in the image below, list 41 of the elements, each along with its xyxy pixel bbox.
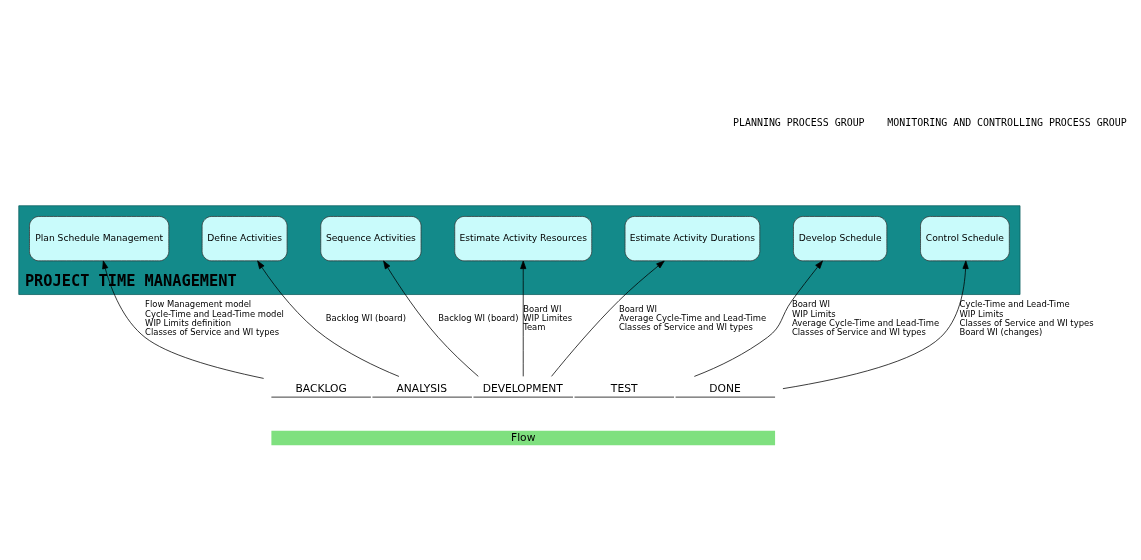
arrow bbox=[383, 260, 479, 377]
edge-label: Board WI bbox=[523, 304, 562, 314]
node-box: Control Schedule bbox=[920, 216, 1010, 262]
edge-label: Board WI bbox=[791, 299, 831, 310]
edge-label: Board WI (changes) bbox=[959, 326, 1043, 337]
edge-label: Flow Management model bbox=[145, 299, 252, 310]
edge-label: WIP Limites bbox=[523, 313, 573, 324]
node-label: BACKLOG bbox=[295, 381, 347, 395]
edge-label: Backlog WI (board) bbox=[438, 313, 519, 324]
edge-label: WIP Limits bbox=[791, 308, 836, 319]
arrow bbox=[520, 260, 527, 377]
node-box: Define Activities bbox=[201, 216, 288, 262]
label: MONITORING AND CONTROLLING PROCESS GROUP bbox=[887, 117, 1127, 129]
node-box: Estimate Activity Resources bbox=[454, 216, 593, 262]
arrow bbox=[257, 260, 400, 377]
node-box: Develop Schedule bbox=[793, 216, 888, 262]
edge-label: WIP Limits bbox=[959, 308, 1004, 319]
node-box: Estimate Activity Durations bbox=[624, 216, 761, 262]
node-box: Plan Schedule Management bbox=[29, 216, 170, 262]
arrow bbox=[693, 260, 823, 377]
edge-label: Team bbox=[523, 322, 546, 333]
node-box: Sequence Activities bbox=[320, 216, 422, 262]
edge-label: Classes of Service and WI types bbox=[145, 326, 280, 337]
label: PLANNING PROCESS GROUP bbox=[732, 117, 865, 129]
node-label: DEVELOPMENT bbox=[482, 381, 563, 395]
edge-label: Classes of Service and WI types bbox=[959, 317, 1094, 328]
node-label: TEST bbox=[610, 381, 638, 395]
edge-label: Classes of Service and WI types bbox=[791, 326, 926, 337]
edge-label: Board WI bbox=[618, 304, 658, 314]
edge-label: Cycle-Time and Lead-Time bbox=[959, 299, 1070, 310]
arrow bbox=[551, 260, 665, 377]
edge-label: Average Cycle-Time and Lead-Time bbox=[791, 317, 940, 328]
node-label: DONE bbox=[709, 381, 741, 395]
arrow bbox=[102, 260, 265, 379]
edge-label: Cycle-Time and Lead-Time model bbox=[145, 308, 284, 319]
edge-label: WIP Limits definition bbox=[145, 317, 232, 328]
edge-label: Average Cycle-Time and Lead-Time bbox=[618, 313, 767, 324]
arrow bbox=[782, 260, 969, 390]
node-label: ANALYSIS bbox=[396, 381, 448, 395]
edge-label: Backlog WI (board) bbox=[325, 313, 406, 324]
edge-label: Classes of Service and WI types bbox=[618, 322, 753, 333]
